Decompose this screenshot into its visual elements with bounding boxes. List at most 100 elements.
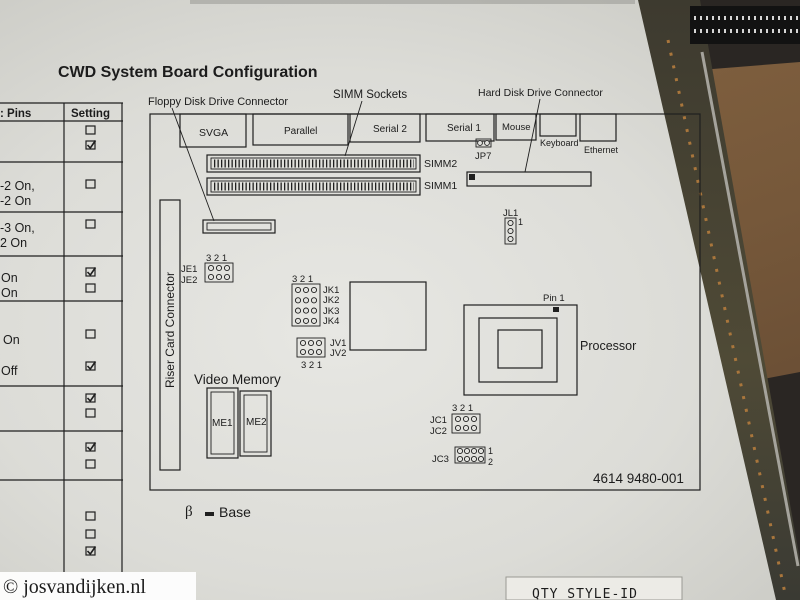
legend: β Base bbox=[185, 504, 251, 520]
jumper-pin bbox=[477, 455, 485, 463]
jumper-pin-grid bbox=[454, 415, 478, 432]
checkbox-square bbox=[85, 125, 96, 135]
jumper-pin bbox=[223, 273, 231, 281]
setting-checkbox bbox=[85, 442, 97, 452]
check-mark bbox=[86, 361, 97, 371]
port-parallel: Parallel bbox=[252, 113, 349, 146]
setting-checkbox bbox=[85, 546, 97, 556]
jumper-pin bbox=[470, 424, 478, 432]
jumper-pin bbox=[507, 227, 514, 235]
jumper-pin bbox=[310, 297, 318, 304]
checkbox-square bbox=[85, 329, 96, 339]
setting-checkbox bbox=[85, 361, 97, 371]
jumper-pin bbox=[470, 415, 478, 423]
jc3-label: JC3 bbox=[432, 454, 449, 465]
setting-checkbox bbox=[85, 329, 96, 339]
simm2-label: SIMM2 bbox=[424, 158, 457, 170]
jumper-pin bbox=[454, 424, 462, 432]
jc3-pin-1: 1 bbox=[488, 446, 493, 456]
jumper-pin bbox=[310, 307, 318, 314]
jumper-pin bbox=[302, 307, 310, 314]
jumper-pin-grid bbox=[299, 339, 323, 356]
legend-dash bbox=[205, 512, 214, 516]
setting-checkbox bbox=[85, 529, 96, 539]
jumper-pin bbox=[470, 455, 478, 463]
check-mark bbox=[86, 140, 97, 150]
jk3-label: JK3 bbox=[323, 306, 339, 317]
jumper-pin bbox=[294, 286, 302, 294]
paper-top-shadow bbox=[190, 0, 635, 4]
jc-pin-numbers: 3 2 1 bbox=[452, 403, 473, 414]
pins-cell: On bbox=[1, 286, 18, 300]
video-memory: Video Memory ME1 ME2 bbox=[194, 372, 281, 459]
jumper-pin bbox=[456, 447, 464, 455]
jv1-label: JV1 bbox=[330, 338, 346, 349]
jumper-pin bbox=[477, 447, 485, 455]
me1-label: ME1 bbox=[212, 418, 233, 429]
system-board-diagram: Floppy Disk Drive Connector SIMM Sockets… bbox=[148, 87, 701, 491]
jumper-jc3: JC3 1 2 bbox=[432, 446, 493, 467]
jumper-pin bbox=[302, 297, 310, 304]
column-header-setting: Setting bbox=[71, 108, 110, 120]
check-mark bbox=[86, 393, 97, 403]
jumper-pin bbox=[223, 264, 231, 272]
simm1-socket: SIMM1 bbox=[206, 177, 457, 196]
jumper-pin bbox=[302, 317, 310, 324]
jl1-pin-number: 1 bbox=[518, 217, 523, 227]
setting-checkbox bbox=[85, 219, 96, 229]
check-mark bbox=[86, 442, 97, 452]
pins-cell: -2 On, bbox=[0, 179, 35, 193]
je2-label: JE2 bbox=[181, 275, 197, 286]
jumper-pin bbox=[299, 348, 307, 356]
checkbox-square bbox=[85, 408, 96, 418]
callout-line-hdd bbox=[524, 98, 541, 173]
jumper-pin bbox=[294, 317, 302, 324]
jumper-pin bbox=[207, 273, 215, 281]
jumper-pin bbox=[307, 339, 315, 347]
pins-cell: -2 On bbox=[0, 194, 31, 208]
jumper-pin bbox=[315, 348, 323, 356]
pins-cell: On bbox=[1, 271, 18, 285]
column-header-pins: : Pins bbox=[0, 108, 31, 120]
jumper-pin bbox=[463, 455, 471, 463]
setting-checkbox bbox=[85, 459, 96, 469]
sticker-label: QTY STYLE-ID bbox=[505, 576, 683, 600]
chipset bbox=[349, 281, 427, 351]
pins-cell: On bbox=[3, 333, 20, 347]
jumper-pin bbox=[307, 348, 315, 356]
processor-socket: Pin 1 Processor bbox=[463, 293, 636, 396]
simm1-label: SIMM1 bbox=[424, 180, 457, 192]
jumper-pin-grid bbox=[294, 286, 318, 324]
jumper-pin bbox=[299, 339, 307, 347]
setting-checkbox bbox=[85, 267, 97, 277]
riser-card-connector: Riser Card Connector bbox=[159, 199, 181, 471]
callout-floppy-connector: Floppy Disk Drive Connector bbox=[148, 96, 288, 108]
port-keyboard-label: Keyboard bbox=[540, 138, 579, 148]
jumper-pin bbox=[215, 273, 223, 281]
jk-pin-numbers: 3 2 1 bbox=[292, 274, 313, 285]
jumper-jc: 3 2 1 JC1 JC2 bbox=[430, 403, 481, 437]
jumper-pin bbox=[463, 447, 471, 455]
jk4-label: JK4 bbox=[323, 316, 339, 327]
port-serial-1: Serial 1 bbox=[425, 113, 495, 142]
jumper-pin-grid bbox=[456, 447, 485, 463]
port-parallel-label: Parallel bbox=[284, 126, 317, 137]
setting-checkbox bbox=[85, 125, 96, 135]
processor-label: Processor bbox=[580, 339, 636, 353]
jv-pin-numbers: 3 2 1 bbox=[301, 360, 322, 371]
checkbox-square bbox=[85, 459, 96, 469]
chassis-edge bbox=[700, 51, 800, 567]
video-memory-label: Video Memory bbox=[194, 372, 281, 387]
jv2-label: JV2 bbox=[330, 348, 346, 359]
jumper-pin bbox=[470, 447, 478, 455]
setting-checkbox bbox=[85, 393, 97, 403]
jumper-settings-table: : Pins Setting -2 On, -2 On -3 On, 2 On … bbox=[0, 102, 123, 572]
jumper-pin bbox=[315, 339, 323, 347]
jumper-pin bbox=[456, 455, 464, 463]
jumper-pin bbox=[507, 219, 514, 227]
board-outline bbox=[149, 113, 701, 491]
port-serial-1-label: Serial 1 bbox=[447, 123, 481, 134]
setting-checkbox bbox=[85, 511, 96, 521]
port-serial-2-label: Serial 2 bbox=[373, 124, 407, 135]
